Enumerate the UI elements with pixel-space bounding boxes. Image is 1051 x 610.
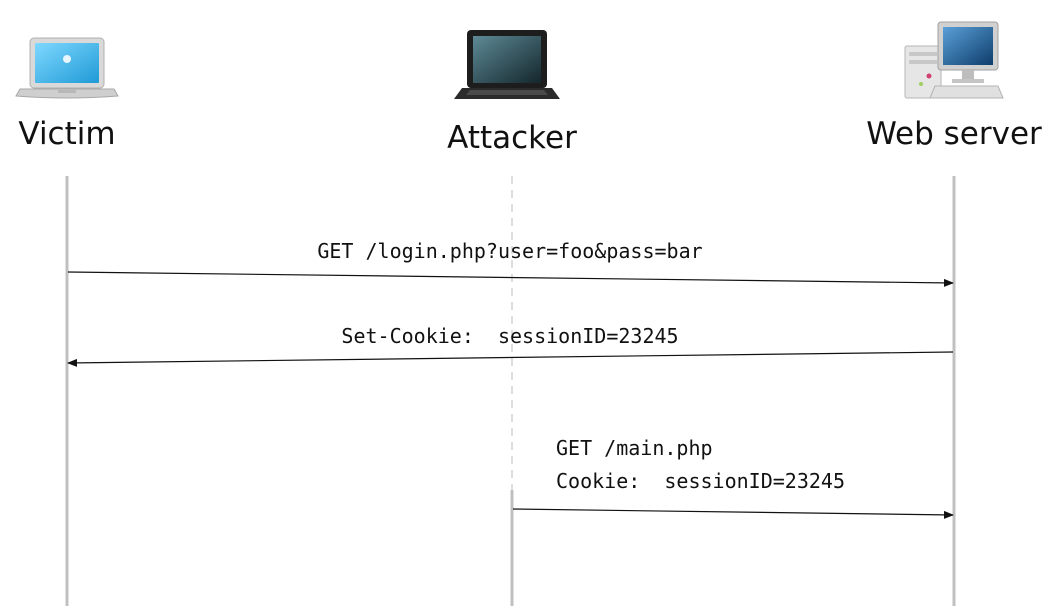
laptop-icon [15, 37, 119, 99]
desktop-computer-icon [904, 21, 1004, 99]
actor-label-web-server: Web server [866, 116, 1042, 152]
message-hijack-request-line-2: Cookie: sessionID=23245 [556, 469, 845, 493]
message-hijack-request-line-1: GET /main.php [556, 436, 713, 460]
message-hijack-request-arrow [512, 508, 954, 519]
message-set-cookie-label: Set-Cookie: sessionID=23245 [341, 324, 678, 348]
message-set-cookie-arrow [67, 351, 954, 367]
actor-label-attacker: Attacker [447, 120, 577, 156]
message-login-request-arrow [67, 271, 954, 287]
netbook-icon [454, 30, 560, 99]
message-login-request-label: GET /login.php?user=foo&pass=bar [317, 239, 702, 263]
actor-label-victim: Victim [18, 116, 115, 152]
